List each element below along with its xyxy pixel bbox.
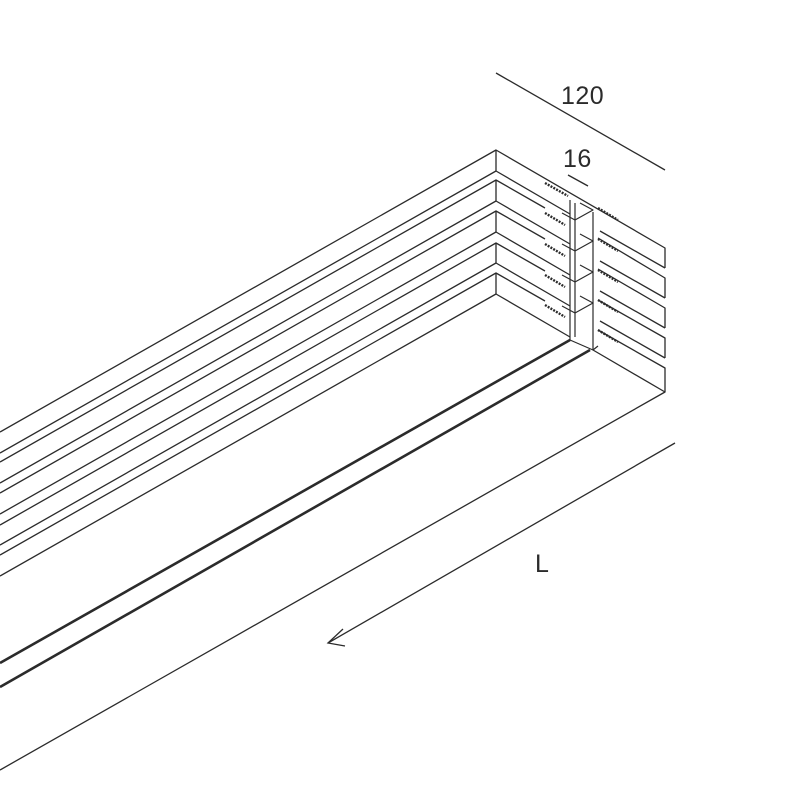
dimension-line-L (327, 442, 676, 644)
profile-module-2 (0, 179, 666, 484)
dimension-line-16 (567, 174, 589, 187)
dimension-line-120 (495, 72, 666, 171)
stacked-profiles (0, 149, 666, 771)
bottom-groove (0, 338, 591, 689)
profile-module-1 (0, 149, 666, 454)
dimension-label-slot: 16 (563, 145, 592, 173)
profile-module-4 (0, 242, 666, 546)
connector-slot (544, 181, 619, 351)
dimension-label-length: L (535, 550, 550, 578)
arrow-head-icon (326, 628, 346, 647)
profile-module-3 (0, 210, 666, 515)
dimension-lines (326, 72, 676, 647)
dimension-label-width: 120 (561, 82, 605, 110)
profile-module-5 (0, 272, 666, 771)
